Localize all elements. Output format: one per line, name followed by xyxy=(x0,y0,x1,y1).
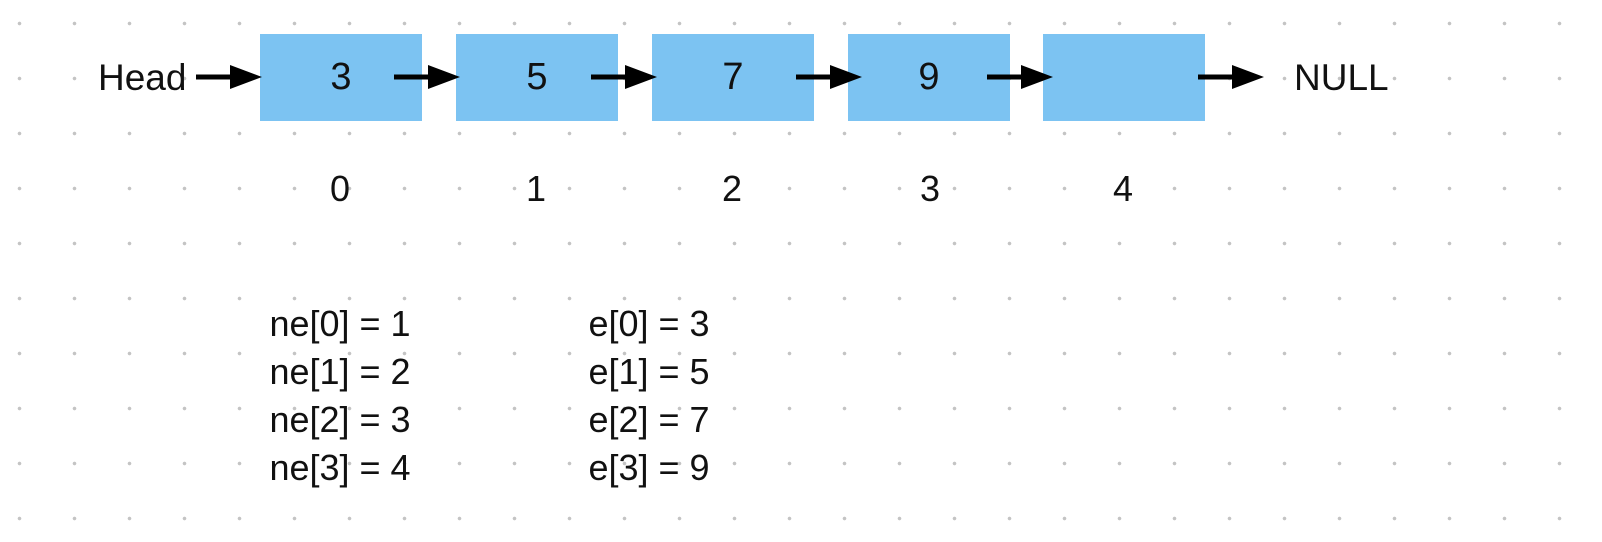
e-entry-2: e[2] = 7 xyxy=(588,399,710,440)
e-entry-0: e[0] = 3 xyxy=(588,303,710,344)
node-4 xyxy=(1043,34,1205,121)
ne-entry-1: ne[1] = 2 xyxy=(269,351,411,392)
arrow-node-3-to-4 xyxy=(987,65,1053,89)
node-value-0: 3 xyxy=(330,56,352,98)
arrow-node-2-to-3 xyxy=(796,65,862,89)
node-index-1: 1 xyxy=(525,168,547,209)
e-entry-1: e[1] = 5 xyxy=(588,351,710,392)
ne-entry-3: ne[3] = 4 xyxy=(269,447,411,488)
ne-entry-2: ne[2] = 3 xyxy=(269,399,411,440)
arrow-node-1-to-2 xyxy=(591,65,657,89)
head-label: Head xyxy=(98,57,187,98)
e-entry-3: e[3] = 9 xyxy=(588,447,710,488)
node-value-2: 7 xyxy=(722,56,744,98)
e-array-list: e[0] = 3 e[1] = 5 e[2] = 7 e[3] = 9 xyxy=(549,300,749,492)
node-index-0: 0 xyxy=(329,168,351,209)
node-value-1: 5 xyxy=(526,56,548,98)
arrow-node-4-to-null xyxy=(1198,65,1264,89)
arrow-head-to-node-0 xyxy=(196,65,262,89)
ne-entry-0: ne[0] = 1 xyxy=(269,303,411,344)
node-2: 7 xyxy=(652,34,814,121)
node-3: 9 xyxy=(848,34,1010,121)
node-index-3: 3 xyxy=(919,168,941,209)
null-label: NULL xyxy=(1294,57,1389,98)
ne-array-list: ne[0] = 1 ne[1] = 2 ne[2] = 3 ne[3] = 4 xyxy=(240,300,440,492)
node-value-3: 9 xyxy=(918,56,940,98)
node-index-2: 2 xyxy=(721,168,743,209)
node-index-4: 4 xyxy=(1112,168,1134,209)
arrow-node-0-to-1 xyxy=(394,65,460,89)
